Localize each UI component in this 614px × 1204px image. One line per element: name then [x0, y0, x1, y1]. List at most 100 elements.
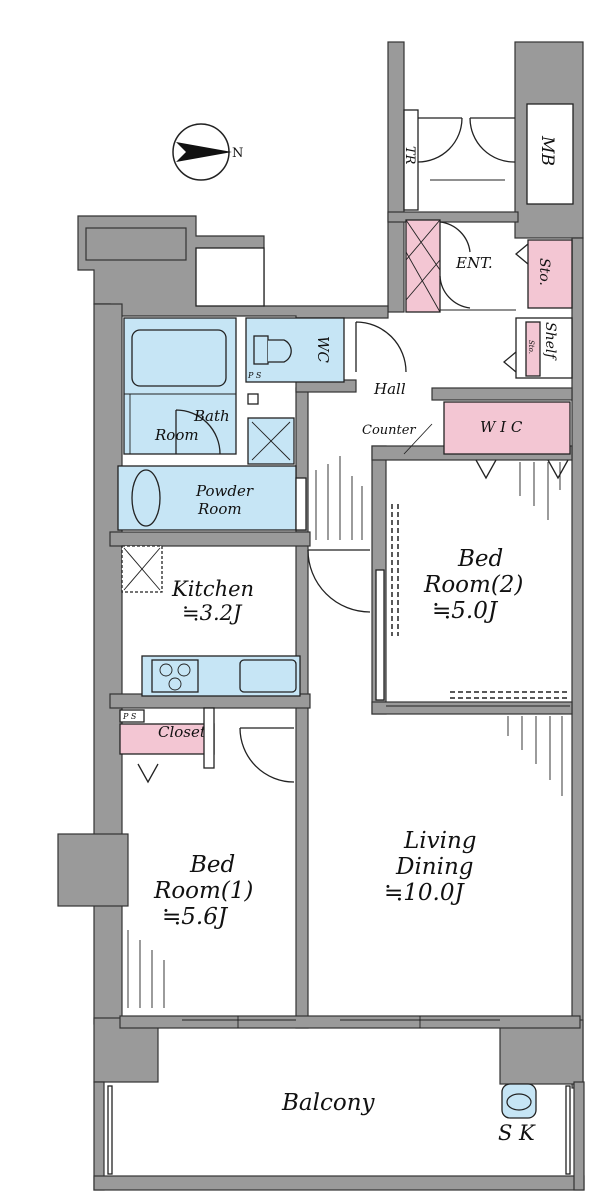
closet: [119, 723, 215, 755]
upper-left-duct: [195, 247, 265, 307]
bed2-label-1: Bed: [457, 546, 503, 572]
balcony-glass-right: [565, 1085, 571, 1175]
bed1-folding-lines: [127, 930, 165, 1008]
living-label-1: Living: [403, 828, 477, 854]
bed2-folding-lines: [519, 462, 561, 520]
bath-label-1: Bath: [193, 407, 230, 425]
ps-lower-box: [119, 709, 145, 723]
entrance-hatch-4: [405, 259, 441, 301]
entrance-area: ENT. Sto. Sto. Shelf: [405, 219, 573, 379]
wic-top-wall: [431, 387, 573, 401]
upper-left-window: [85, 227, 187, 261]
shelf-label: Shelf: [542, 322, 558, 361]
living-label-2: Dining: [395, 854, 474, 880]
kitchen-label-1: Kitchen: [171, 577, 254, 601]
balcony-glass-left: [107, 1085, 113, 1175]
wash-basin-icon: [131, 469, 161, 527]
compass: N: [172, 123, 243, 181]
living-dining: Living Dining ≒10.0J: [340, 716, 563, 1028]
sink-icon: [239, 659, 297, 693]
kitchen-duct-x2: [123, 547, 161, 591]
shelf-unit: [515, 317, 573, 379]
wic-closet: [443, 401, 571, 455]
powder-label-1: Powder: [195, 482, 254, 500]
wic-label: W I C: [480, 418, 523, 436]
balcony-left-rail: [93, 1081, 105, 1191]
bed1-label-2: Room(1): [153, 878, 253, 904]
powder-duct-x2: [251, 421, 291, 461]
hall-label: Hall: [373, 380, 406, 398]
corridor-wall: [387, 41, 405, 313]
mb-door-swing: [469, 117, 516, 163]
wc-label: WC: [314, 336, 332, 363]
compass-north-label: N: [232, 146, 243, 161]
mb-label: MB: [537, 135, 557, 166]
closet-side-panel: [203, 707, 215, 769]
slop-sink-icon: [506, 1093, 532, 1111]
bed2-label-3: ≒5.0J: [432, 598, 499, 624]
hall-area: Hall Counter W I C: [307, 380, 571, 613]
entrance-hatch-2: [405, 251, 441, 313]
balcony-bottom-rail: [93, 1175, 585, 1191]
balcony-label: Balcony: [281, 1090, 376, 1116]
wic-door-icons: [475, 459, 569, 480]
wc-door-swing: [355, 321, 407, 373]
closet-area: P S Closet: [119, 707, 295, 784]
closet-label: Closet: [158, 723, 207, 741]
shelf-door-icon: [502, 351, 517, 373]
storage-label: Sto.: [536, 258, 552, 286]
bathtub-icon: [131, 329, 227, 387]
kitchen-label-2: ≒3.2J: [182, 601, 243, 625]
burner-icon-3: [168, 677, 182, 691]
powder-door-panel: [295, 477, 307, 531]
right-wall: [571, 237, 584, 1089]
tr-label: TR: [402, 146, 417, 165]
north-arrow-icon: [176, 142, 232, 162]
left-wall: [93, 303, 123, 1025]
bed1-label-3: ≒5.6J: [162, 904, 229, 930]
ps-lower-label: P S: [122, 712, 137, 721]
bed2-sliding-door: [375, 569, 385, 701]
kitchen-door-swing: [307, 549, 371, 613]
toilet-tank-icon: [253, 335, 269, 365]
shelf-sto-box: [525, 321, 541, 377]
bed2-bottom-wall: [371, 701, 573, 715]
left-column: [57, 833, 129, 907]
living-folding-lines: [507, 716, 563, 796]
kitchen-top-wall: [109, 531, 311, 547]
ps-upper-box: [247, 393, 259, 405]
mb-closet: [526, 103, 574, 205]
bed1-label-1: Bed: [189, 852, 235, 878]
tr-mb-area: TR MB: [402, 103, 574, 211]
balcony-wall: [119, 1015, 581, 1029]
counter-pointer: [403, 423, 433, 455]
balcony-area: Balcony S K: [281, 1083, 537, 1145]
kitchen-area: Kitchen ≒3.2J: [121, 545, 301, 697]
stove-icon: [151, 659, 199, 693]
exterior-walls: [57, 41, 585, 1191]
entrance-label: ENT.: [455, 254, 493, 272]
toilet-bowl-icon: [268, 339, 292, 363]
burner-icon-2: [177, 663, 191, 677]
shelf-sto-label: Sto.: [527, 340, 535, 354]
ps-upper-label: P S: [247, 371, 262, 380]
storage-closet: [527, 239, 573, 309]
balcony-right-rail: [573, 1081, 585, 1191]
entrance-hatch-1: [405, 219, 441, 271]
burner-icon-1: [159, 663, 173, 677]
storage-door-icon: [514, 243, 529, 265]
balcony-right-column: [499, 1019, 584, 1085]
bed2-label-2: Room(2): [423, 572, 523, 598]
tr-door-swing: [417, 117, 463, 163]
counter-label: Counter: [362, 423, 416, 438]
entrance-top-wall: [387, 211, 519, 223]
tr-closet: [403, 109, 419, 211]
bedroom-2: Bed Room(2) ≒5.0J: [375, 462, 570, 707]
sk-label: S K: [498, 1121, 536, 1145]
bath-label-2: Room: [154, 426, 199, 444]
entrance-hatch-3: [405, 219, 441, 261]
bedroom-1: Bed Room(1) ≒5.6J: [127, 852, 296, 1028]
living-label-3: ≒10.0J: [384, 880, 465, 906]
powder-label-2: Room: [197, 500, 242, 518]
